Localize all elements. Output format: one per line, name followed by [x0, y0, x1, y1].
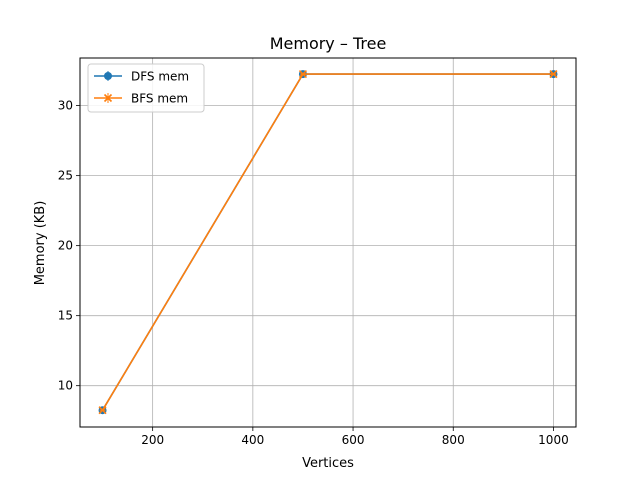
legend-marker: [103, 93, 113, 103]
x-tick-label: 400: [241, 433, 264, 447]
plot-frame: [79, 57, 577, 428]
data-point: [98, 406, 107, 415]
y-tick-label: 30: [58, 99, 73, 113]
series-layer: [98, 70, 558, 415]
x-tick-label: 800: [442, 433, 465, 447]
series-1: [98, 70, 558, 415]
x-axis-label: Vertices: [302, 456, 354, 471]
y-axis-label: Memory (KB): [33, 201, 48, 286]
y-tick-label: 25: [58, 169, 73, 183]
ticks: 200 400 600 800 1000 10 15 20 25 30: [58, 99, 569, 447]
y-tick-label: 10: [58, 379, 73, 393]
y-tick-label: 15: [58, 309, 73, 323]
grid: [80, 58, 576, 427]
series-line: [101, 73, 554, 411]
data-point: [298, 70, 308, 79]
x-tick-label: 1000: [538, 433, 569, 447]
x-tick-label: 600: [342, 433, 365, 447]
legend-entry: DFS mem: [94, 70, 189, 84]
data-point: [549, 70, 558, 79]
legend-marker: [104, 72, 112, 80]
series-2: [98, 70, 558, 415]
legend-label: BFS mem: [131, 92, 188, 106]
legend-entry: BFS mem: [94, 92, 188, 106]
legend-label: DFS mem: [131, 70, 189, 84]
series-line: [101, 73, 554, 411]
chart-title: Memory – Tree: [270, 34, 387, 53]
y-tick-label: 20: [58, 239, 73, 253]
x-tick-label: 200: [141, 433, 164, 447]
